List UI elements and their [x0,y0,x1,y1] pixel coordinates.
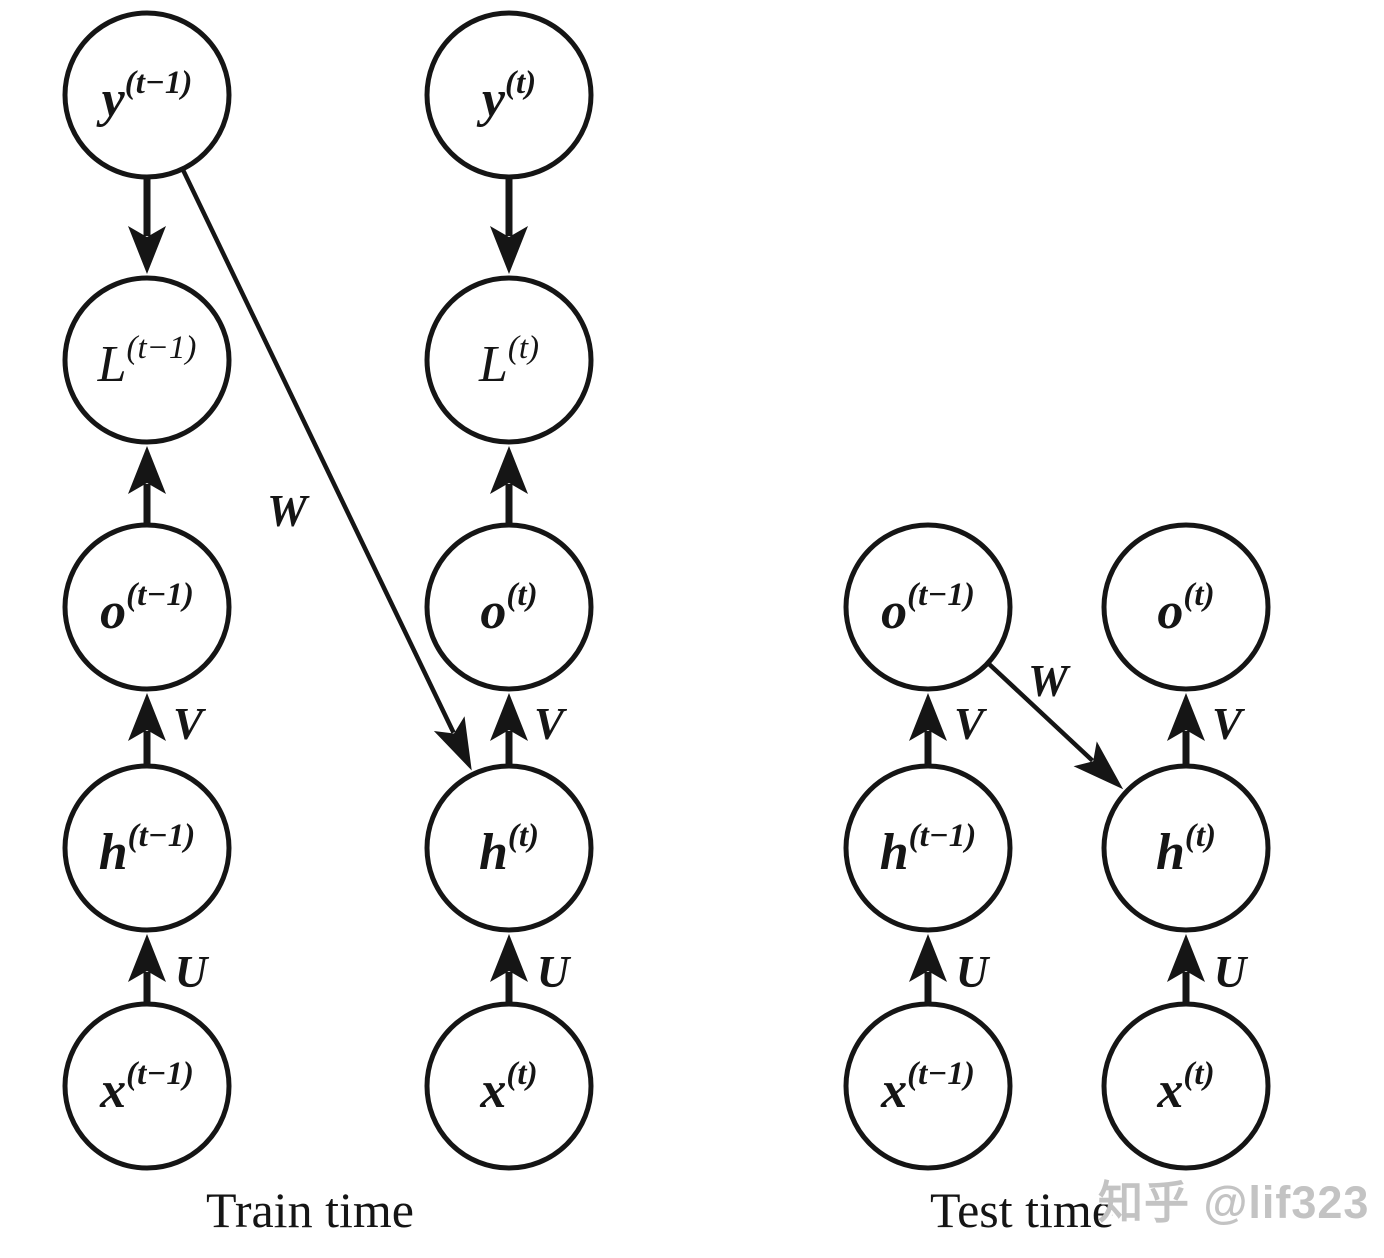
edge-arrowhead-train-x-cur--train-h-cur [490,934,528,982]
node-label-train-o-prev: o(t−1) [100,577,194,640]
node-label-train-L-prev: L(t−1) [97,330,197,393]
edge-arrowhead-train-h-prev--train-o-prev [128,693,166,741]
node-circle-train-y-cur [424,10,594,180]
node-label-test-h-cur: h(t) [1156,818,1216,881]
node-label-test-h-prev: h(t−1) [880,818,977,881]
node-label-test-o-prev: o(t−1) [881,577,975,640]
node-circle-test-x-cur [1101,1001,1271,1171]
caption-train-time: Train time [206,1182,414,1238]
edge-weight-label-W-test-o-prev: W [1028,656,1071,706]
node-label-train-h-cur: h(t) [479,818,539,881]
edge-weight-label-V-test-h-prev: V [954,699,988,749]
watermark-text: 知乎 @lif323 [1098,1177,1370,1228]
edge-weight-label-U-test-x-prev: U [956,947,991,997]
node-label-train-x-prev: x(t−1) [99,1056,194,1119]
node-label-train-o-cur: o(t) [480,577,537,640]
node-circle-test-x-prev [843,1001,1013,1171]
edges-layer [128,169,1205,1002]
node-circle-test-o-prev [843,522,1013,692]
node-circle-train-h-cur [424,763,594,933]
node-circle-test-h-cur [1101,763,1271,933]
edge-weight-label-V-train-h-cur: V [534,699,568,749]
edge-arrowhead-train-y-prev--train-L-prev [128,226,166,274]
node-label-test-x-prev: x(t−1) [880,1056,975,1119]
edge-weight-label-U-test-x-cur: U [1214,947,1249,997]
edge-arrowhead-train-o-prev--train-L-prev [128,446,166,494]
edge-weight-label-U-train-x-cur: U [537,947,572,997]
edge-arrowhead-train-x-prev--train-h-prev [128,934,166,982]
edge-arrowhead-test-x-prev--test-h-prev [909,934,947,982]
node-label-test-x-cur: x(t) [1156,1056,1214,1119]
node-circle-train-L-prev [62,275,232,445]
edge-arrowhead-test-o-prev--test-h-cur [1073,741,1124,790]
node-label-train-x-cur: x(t) [479,1056,537,1119]
node-circle-train-L-cur [424,275,594,445]
node-circle-train-o-cur [424,522,594,692]
node-label-train-h-prev: h(t−1) [99,818,196,881]
node-label-test-o-cur: o(t) [1157,577,1214,640]
node-circle-test-h-prev [843,763,1013,933]
edge-arrowhead-train-h-cur--train-o-cur [490,693,528,741]
edge-weight-label-V-train-h-prev: V [173,699,207,749]
node-circle-train-x-cur [424,1001,594,1171]
edge-arrowhead-test-h-cur--test-o-cur [1167,693,1205,741]
edge-arrowhead-test-x-cur--test-h-cur [1167,934,1205,982]
edge-weight-label-U-train-x-prev: U [175,947,210,997]
nodes-layer: y(t−1)y(t)L(t−1)L(t)o(t−1)o(t)h(t−1)h(t)… [62,10,1271,1171]
edge-weight-label-V-test-h-cur: V [1212,699,1246,749]
edge-arrowhead-train-o-cur--train-L-cur [490,446,528,494]
node-label-train-L-cur: L(t) [478,330,539,393]
edge-stem-train-y-prev--train-h-cur [181,169,456,734]
node-circle-train-x-prev [62,1001,232,1171]
edge-stem-test-o-prev--test-h-cur [987,662,1094,763]
caption-test-time: Test time [930,1182,1114,1238]
edge-weight-label-W-train-y-prev: W [267,486,310,536]
node-circle-train-h-prev [62,763,232,933]
node-circle-train-o-prev [62,522,232,692]
edge-arrowhead-train-y-cur--train-L-cur [490,226,528,274]
node-circle-test-o-cur [1101,522,1271,692]
edge-arrowhead-train-y-prev--train-h-cur [433,716,472,771]
edge-arrowhead-test-h-prev--test-o-prev [909,693,947,741]
node-circle-train-y-prev [62,10,232,180]
